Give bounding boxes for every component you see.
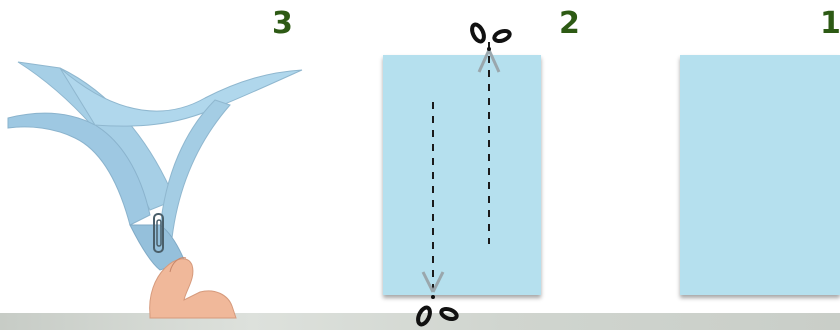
scissors-icon: [416, 271, 459, 327]
paper-sheet-step-2: [383, 55, 541, 295]
step-number-2: 2: [559, 6, 580, 41]
scissors-icon: [470, 22, 512, 73]
twisted-paper-strip: [7, 61, 303, 271]
step-number-3: 3: [272, 6, 293, 41]
paper-sheet-step-1: [680, 55, 840, 295]
hand-icon: [149, 257, 237, 319]
step-number-1: 1: [820, 6, 840, 41]
paper-clip-icon: [153, 213, 164, 253]
